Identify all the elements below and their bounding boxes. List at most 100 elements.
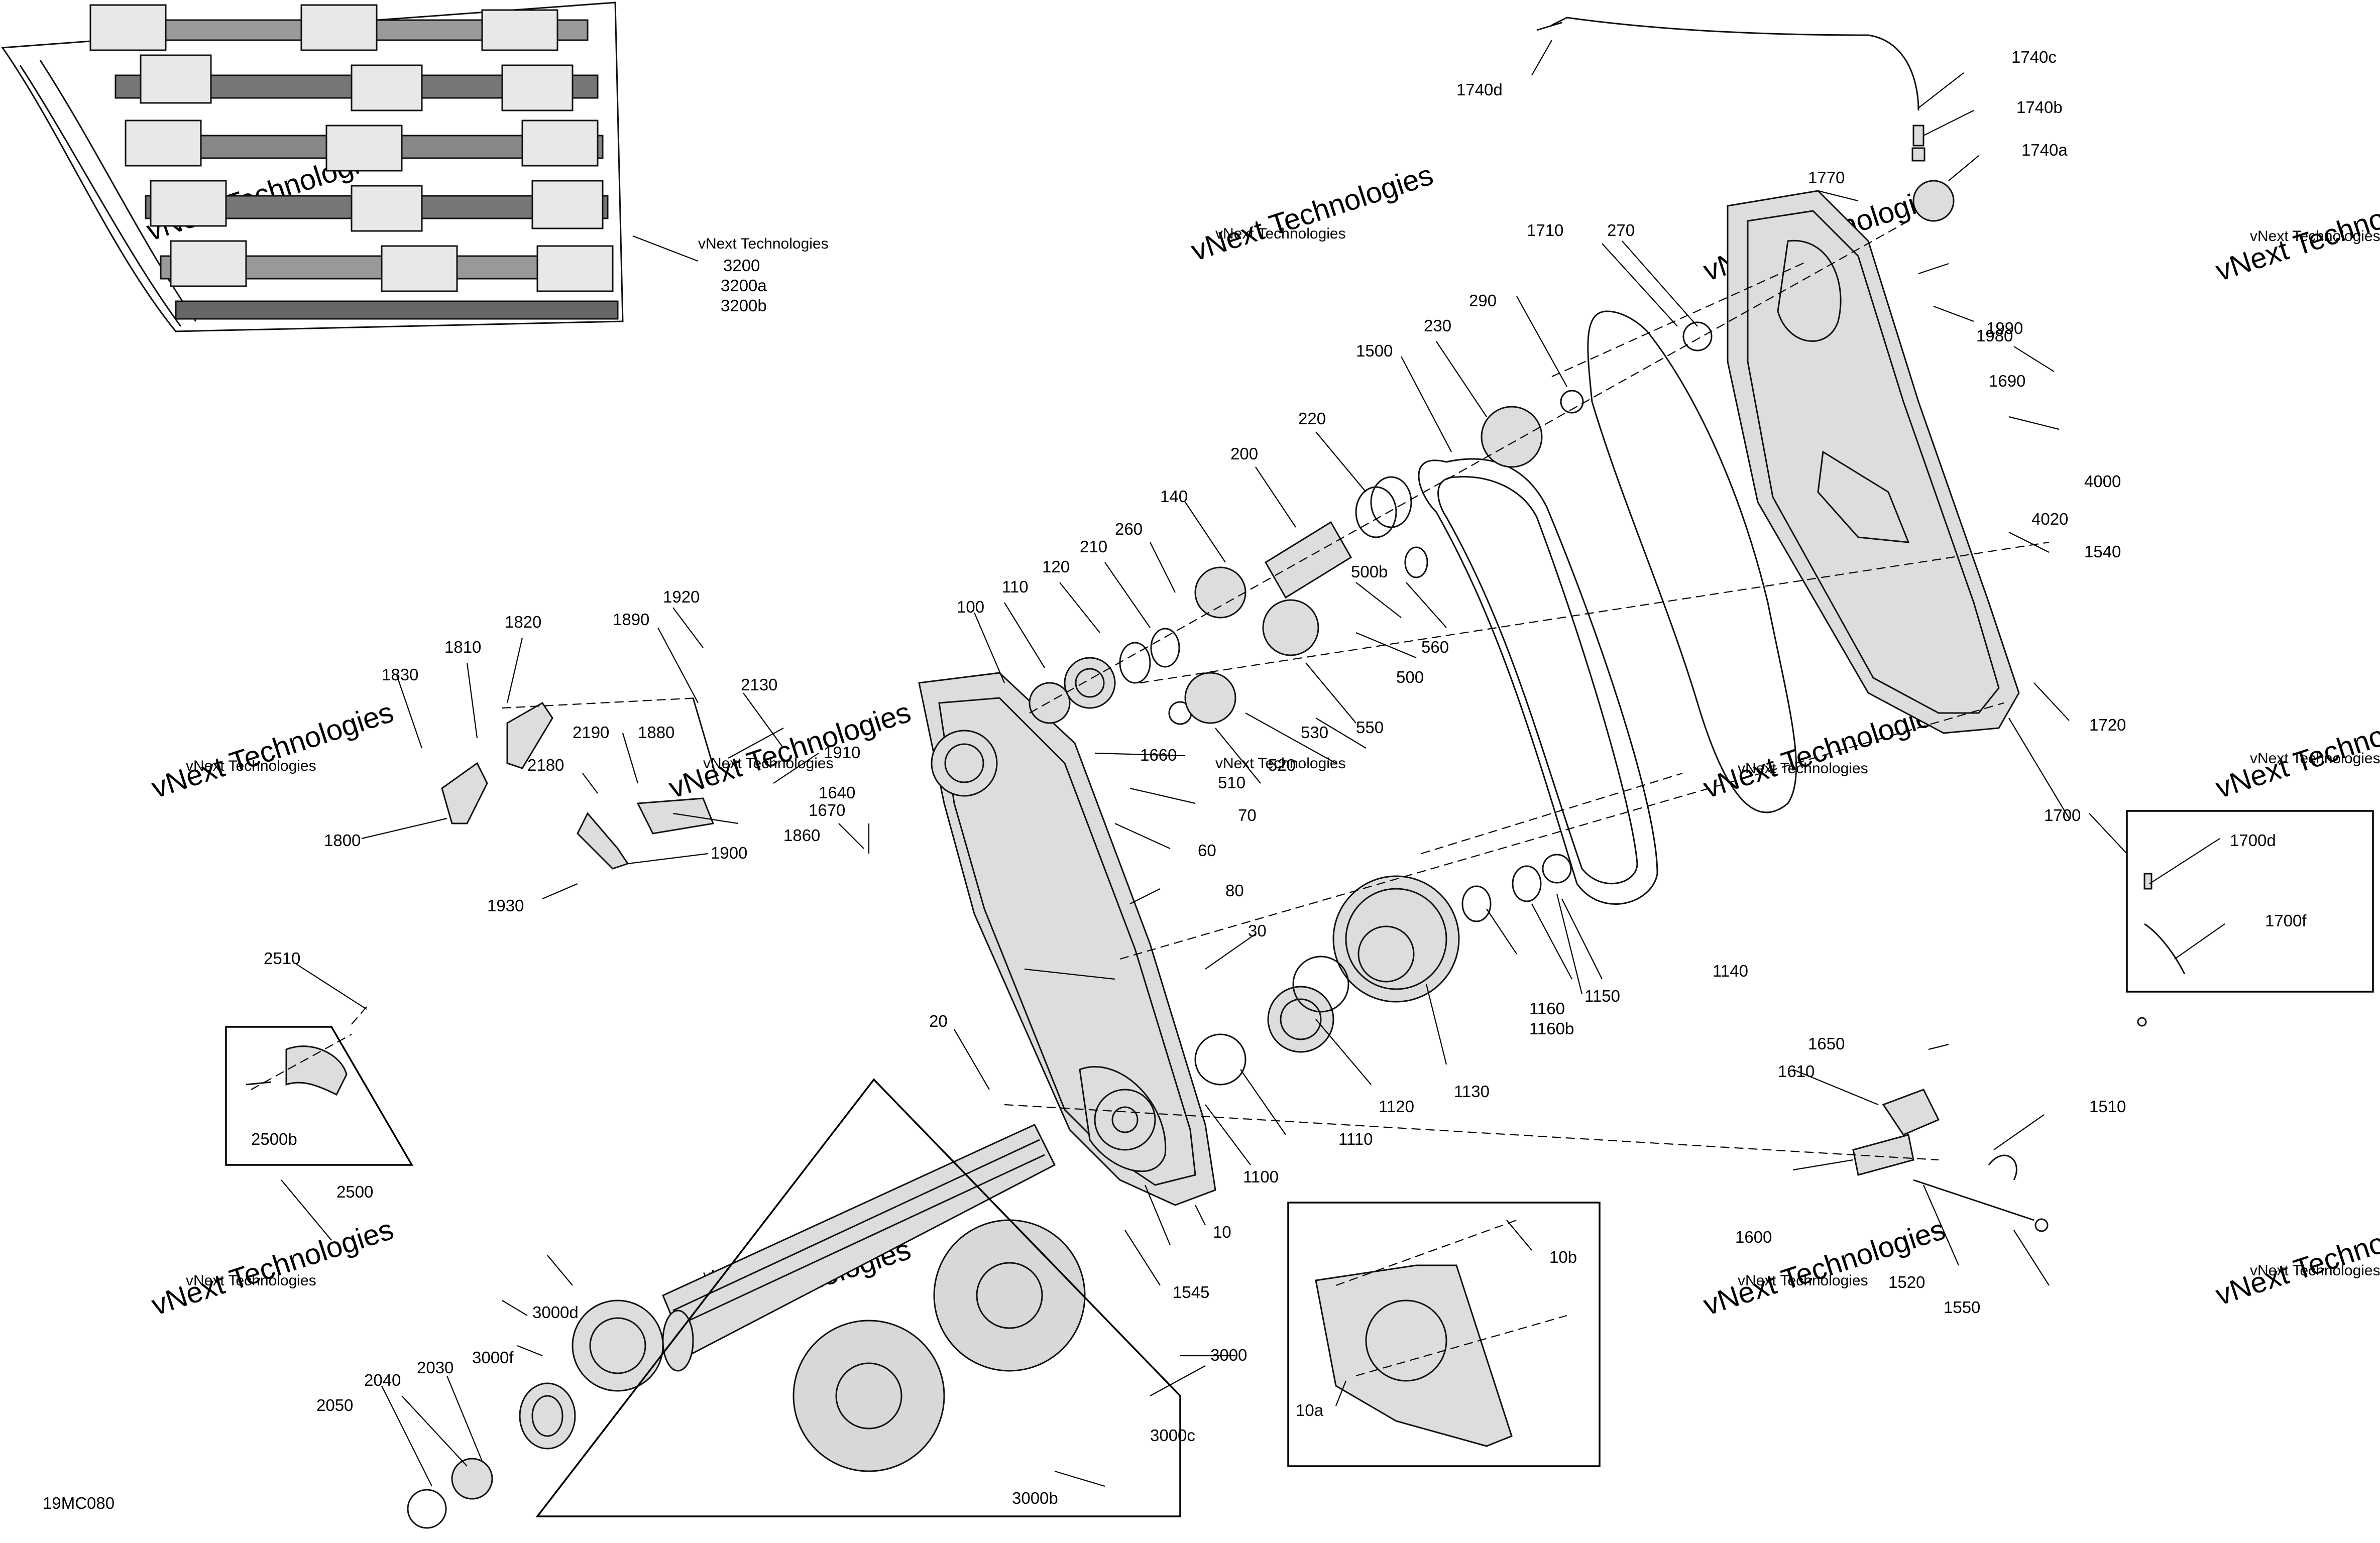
diagram-code: 19MC080 <box>43 1494 115 1512</box>
callout-1660: 1660 <box>1140 746 1177 764</box>
callout-3000b: 3000b <box>1012 1489 1058 1507</box>
watermark: vNext Technologies <box>186 758 316 774</box>
watermark: vNext Technologies <box>2212 178 2380 287</box>
callout-3000c: 3000c <box>1150 1426 1195 1445</box>
callout-100: 100 <box>957 598 984 616</box>
callout-1990: 1990 <box>1986 319 2023 337</box>
callout-1710: 1710 <box>1527 221 1563 240</box>
box-2500 <box>225 1026 414 1166</box>
callout-1160: 1160 <box>1529 999 1565 1018</box>
callout-1910: 1910 <box>824 743 860 762</box>
callout-1740c: 1740c <box>2011 48 2057 66</box>
callout-110: 110 <box>1002 577 1029 596</box>
callout-1810: 1810 <box>444 638 481 656</box>
callout-4020: 4020 <box>2031 510 2068 528</box>
track-illustration <box>1 2 624 332</box>
callout-1720: 1720 <box>2089 716 2126 734</box>
watermark: vNext Technologies <box>2250 1262 2380 1279</box>
callout-1740d: 1740d <box>1456 80 1503 99</box>
callout-1690: 1690 <box>1989 372 2025 390</box>
watermark: vNext Technologies <box>2212 1203 2380 1312</box>
callout-3000d: 3000d <box>532 1303 579 1322</box>
chain-and-guide <box>1418 310 1797 905</box>
callout-10: 10 <box>1213 1223 1231 1241</box>
callout-1900: 1900 <box>711 844 747 862</box>
callout-1860: 1860 <box>783 826 820 845</box>
callout-560: 560 <box>1421 638 1449 656</box>
callout-210: 210 <box>1080 537 1107 556</box>
callout-1880: 1880 <box>638 723 674 742</box>
watermark: vNext Technologies <box>698 235 829 252</box>
breather-hose <box>1536 17 1925 162</box>
watermark: vNext Technologies <box>1215 755 1346 772</box>
watermark: vNext Technologies <box>148 1213 397 1322</box>
callout-3200b: 3200b <box>721 296 767 315</box>
callout-1830: 1830 <box>382 665 418 684</box>
callout-3200: 3200 <box>723 256 760 275</box>
callout-1520: 1520 <box>1888 1273 1925 1291</box>
callout-1700f: 1700f <box>2265 911 2307 930</box>
callout-1100: 1100 <box>1243 1167 1279 1186</box>
callout-1150: 1150 <box>1584 987 1620 1005</box>
callout-1670: 1670 <box>809 801 845 819</box>
callout-1160b: 1160b <box>1529 1019 1574 1038</box>
callout-1540: 1540 <box>2084 542 2121 561</box>
callout-1600: 1600 <box>1735 1228 1772 1246</box>
callout-2050: 2050 <box>316 1396 353 1414</box>
chaincase-body <box>918 672 1216 1206</box>
drive-axle-assembly <box>407 1078 1181 1529</box>
callout-1700: 1700 <box>2044 806 2081 824</box>
watermark: vNext Technologies <box>186 1272 316 1289</box>
callout-1110: 1110 <box>1338 1130 1373 1148</box>
callout-1920: 1920 <box>663 587 700 606</box>
callout-530: 530 <box>1301 723 1328 742</box>
callout-3000f: 3000f <box>472 1348 514 1367</box>
leader-lines <box>281 40 2225 1487</box>
watermark: vNext Technologies <box>1215 225 1346 242</box>
callout-70: 70 <box>1238 806 1257 824</box>
callout-200: 200 <box>1230 444 1258 463</box>
callout-550: 550 <box>1356 718 1384 737</box>
watermark: vNext Technologies <box>665 695 915 804</box>
watermark: vNext Technologies <box>1738 1272 1868 1289</box>
callout-520: 520 <box>1268 756 1296 774</box>
callout-1650: 1650 <box>1808 1034 1845 1053</box>
callout-270: 270 <box>1607 221 1635 240</box>
callout-20: 20 <box>929 1012 948 1030</box>
callout-500b: 500b <box>1351 562 1388 581</box>
watermark: vNext Technologies <box>2250 750 2380 767</box>
callout-1980: 1980 <box>1976 326 2013 345</box>
callout-1700d: 1700d <box>2230 831 2276 850</box>
callout-2510: 2510 <box>264 949 300 968</box>
callout-120: 120 <box>1042 557 1070 576</box>
callout-1120: 1120 <box>1379 1097 1414 1116</box>
callout-2180: 2180 <box>527 756 564 774</box>
callout-2190: 2190 <box>573 723 609 742</box>
box-1700 <box>2126 810 2374 993</box>
callout-1740b: 1740b <box>2016 98 2063 116</box>
assembly-axes <box>251 220 2050 1377</box>
callout-30: 30 <box>1248 921 1267 940</box>
watermark: vNext Technologies <box>148 695 397 804</box>
callout-230: 230 <box>1424 316 1451 335</box>
watermark: vNext Technologies <box>1187 158 1437 267</box>
callout-220: 220 <box>1298 409 1326 428</box>
callout-140: 140 <box>1160 487 1188 506</box>
tensioner-parts <box>1852 1017 2147 1232</box>
driven-sprocket <box>1332 875 1460 1003</box>
shift-linkage <box>441 697 719 870</box>
callout-2500: 2500 <box>336 1182 373 1201</box>
callout-3200a: 3200a <box>721 276 767 295</box>
callout-10b: 10b <box>1549 1248 1577 1266</box>
box-10 <box>1287 1202 1601 1467</box>
callout-1510: 1510 <box>2089 1097 2126 1116</box>
callout-1740a: 1740a <box>2021 141 2068 159</box>
callout-500: 500 <box>1396 668 1424 686</box>
gearbox-parts <box>1029 180 1955 1086</box>
callout-80: 80 <box>1225 881 1244 900</box>
callout-3000: 3000 <box>1210 1346 1247 1364</box>
watermark: vNext Technologies <box>2250 228 2380 245</box>
callout-10a: 10a <box>1296 1401 1324 1419</box>
callout-1800: 1800 <box>324 831 361 850</box>
